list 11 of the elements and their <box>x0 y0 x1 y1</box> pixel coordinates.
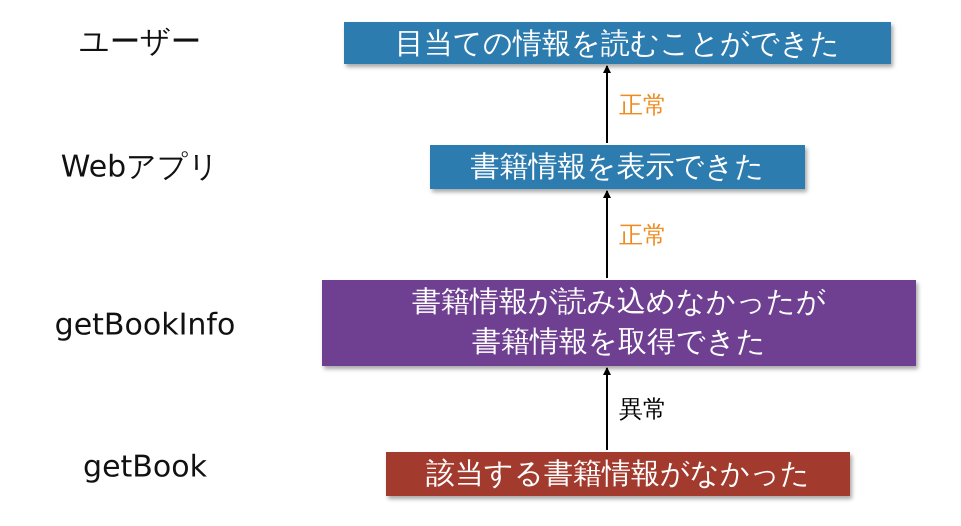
row-label: ユーザー <box>79 24 201 62</box>
arrow <box>603 367 611 450</box>
status-box: 該当する書籍情報がなかった <box>386 452 850 496</box>
status-box: 書籍情報が読み込めなかったが書籍情報を取得できた <box>322 280 916 366</box>
row-label: getBook <box>83 450 207 484</box>
arrow <box>603 190 611 278</box>
row-label: getBookInfo <box>54 308 236 342</box>
status-box: 目当ての情報を読むことができた <box>344 22 891 64</box>
row-label: Webアプリ <box>60 148 220 186</box>
arrow <box>603 65 611 143</box>
status-box: 書籍情報を表示できた <box>430 145 805 189</box>
